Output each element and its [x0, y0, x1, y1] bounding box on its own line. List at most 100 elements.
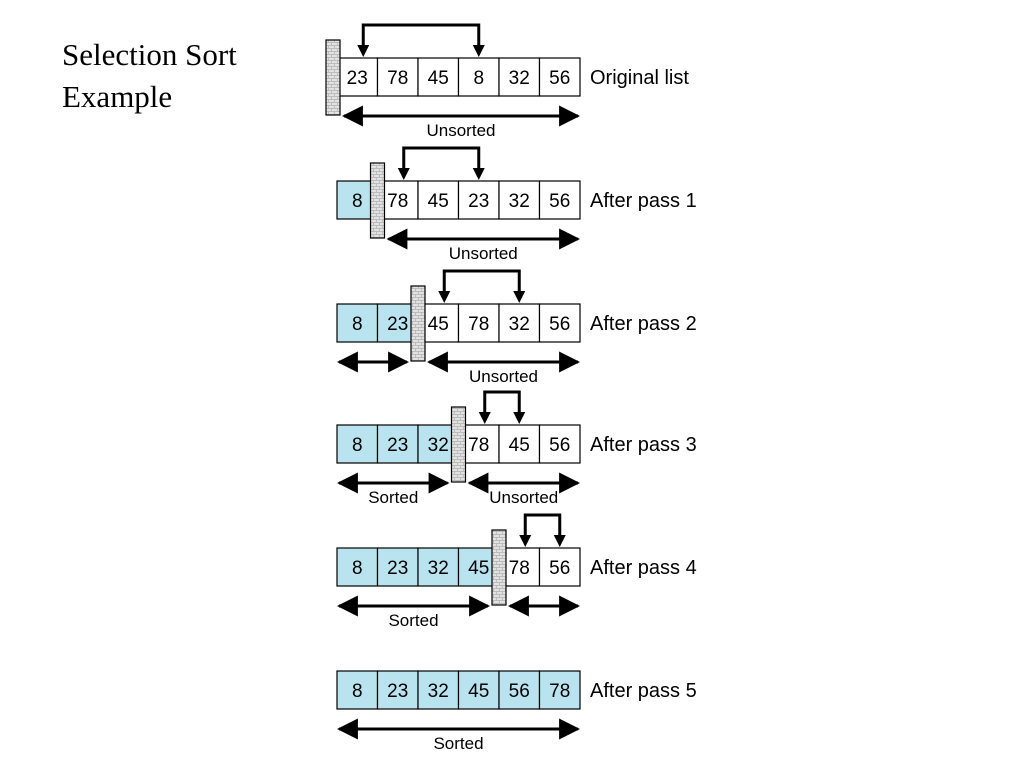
unsorted-cell [457, 57, 500, 97]
sorted-cell [336, 303, 379, 343]
sorted-cell [457, 670, 500, 710]
cell-value: 23 [387, 435, 408, 456]
cell-value: 78 [387, 191, 408, 212]
unsorted-cell [457, 303, 500, 343]
swap-connector [402, 146, 481, 172]
pass-label: After pass 4 [590, 557, 697, 579]
sorted-range-label: Sorted [433, 734, 483, 753]
title-line-1: Selection Sort [62, 37, 237, 72]
cell-value: 78 [468, 314, 489, 335]
cell-value: 56 [549, 314, 570, 335]
cell-value: 78 [549, 681, 570, 702]
swap-arrowhead [519, 535, 532, 547]
cell-value: 8 [352, 191, 363, 212]
sorted-cell [336, 424, 379, 464]
cell-value: 45 [428, 68, 449, 89]
page-title: Selection Sort Example [62, 34, 302, 118]
cell-value: 23 [468, 191, 489, 212]
cell-value: 8 [352, 681, 363, 702]
cell-value: 8 [473, 68, 484, 89]
cell-value: 45 [468, 558, 489, 579]
cell-value: 78 [468, 435, 489, 456]
unsorted-range-label: Unsorted [469, 367, 538, 386]
cell-value: 8 [352, 314, 363, 335]
unsorted-cell [538, 424, 581, 464]
swap-connector [483, 390, 521, 416]
unsorted-range-label: Unsorted [489, 488, 558, 507]
cell-value: 32 [509, 68, 530, 89]
sorted-cell [498, 670, 541, 710]
cell-value: 32 [428, 681, 449, 702]
pass-label: After pass 5 [590, 680, 697, 702]
sorted-range-label: Sorted [368, 488, 418, 507]
unsorted-cell [498, 303, 541, 343]
swap-arrowhead [438, 291, 451, 303]
title-line-2: Example [62, 79, 173, 114]
unsorted-cell [538, 303, 581, 343]
swap-arrowhead [553, 535, 566, 547]
unsorted-cell [538, 180, 581, 220]
swap-connector [361, 23, 481, 49]
sorted-cell [376, 424, 419, 464]
swap-arrowhead [472, 45, 485, 57]
cell-value: 8 [352, 558, 363, 579]
unsorted-cell [417, 180, 460, 220]
cell-value: 23 [387, 681, 408, 702]
unsorted-cell [538, 547, 581, 587]
cell-value: 32 [428, 435, 449, 456]
wall-divider [450, 406, 467, 483]
sorted-cell [376, 670, 419, 710]
sorted-range-label: Sorted [388, 611, 438, 630]
cell-value: 45 [509, 435, 530, 456]
sorted-cell [538, 670, 581, 710]
cell-value: 32 [509, 314, 530, 335]
unsorted-cell [538, 57, 581, 97]
swap-connector [523, 513, 562, 539]
wall-divider [325, 39, 341, 116]
swap-arrowhead [472, 168, 485, 180]
cell-value: 45 [428, 314, 449, 335]
cell-value: 23 [387, 314, 408, 335]
unsorted-cell [498, 180, 541, 220]
pass-label: After pass 3 [590, 434, 697, 456]
cell-value: 56 [549, 68, 570, 89]
cell-value: 45 [468, 681, 489, 702]
cell-value: 23 [387, 558, 408, 579]
unsorted-range-label: Unsorted [427, 121, 496, 140]
swap-arrowhead [513, 291, 526, 303]
unsorted-cell [498, 57, 541, 97]
swap-connector [442, 269, 521, 295]
pass-label: Original list [590, 67, 689, 89]
cell-value: 32 [428, 558, 449, 579]
cell-value: 45 [428, 191, 449, 212]
swap-arrowhead [397, 168, 410, 180]
cell-value: 23 [347, 68, 368, 89]
cell-value: 78 [509, 558, 530, 579]
pass-label: After pass 1 [590, 190, 697, 212]
sorted-cell [376, 547, 419, 587]
unsorted-cell [336, 57, 379, 97]
wall-divider [410, 285, 426, 362]
cell-value: 56 [549, 191, 570, 212]
pass-label: After pass 2 [590, 313, 697, 335]
swap-arrowhead [478, 412, 491, 424]
cell-value: 8 [352, 435, 363, 456]
swap-arrowhead [357, 45, 370, 57]
unsorted-range-label: Unsorted [449, 244, 518, 263]
cell-value: 78 [387, 68, 408, 89]
swap-arrowhead [513, 412, 526, 424]
cell-value: 56 [549, 435, 570, 456]
cell-value: 56 [549, 558, 570, 579]
wall-divider [369, 162, 386, 239]
cell-value: 56 [509, 681, 530, 702]
wall-divider [491, 529, 507, 606]
cell-value: 32 [509, 191, 530, 212]
